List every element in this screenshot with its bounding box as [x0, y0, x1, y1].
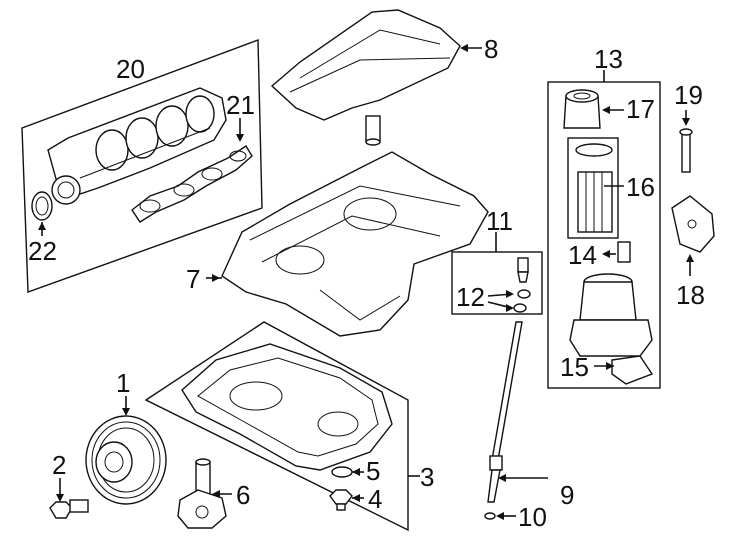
callout-10: 10 [518, 502, 547, 532]
dipstick-group [484, 321, 548, 520]
callout-9: 9 [560, 480, 574, 510]
drain-plug-gasket [331, 466, 353, 478]
pulley-bolt [49, 478, 89, 519]
callout-18: 18 [676, 280, 705, 310]
lower-oil-pan-group [144, 321, 420, 532]
bracket-18 [671, 195, 715, 276]
callout-1: 1 [116, 368, 130, 398]
callout-3: 3 [420, 462, 434, 492]
callout-11: 11 [486, 206, 513, 236]
crankshaft-pulley [85, 396, 167, 505]
dipstick-seal [484, 512, 496, 520]
drain-plug [329, 489, 353, 511]
callout-21: 21 [226, 90, 255, 120]
intake-manifold-gasket [131, 145, 253, 223]
callout-8: 8 [484, 34, 498, 64]
oil-fill-box [451, 251, 543, 315]
baffle-plate [270, 9, 482, 146]
callout-13: 13 [594, 44, 623, 74]
callout-4: 4 [368, 484, 382, 514]
callout-15: 15 [560, 352, 589, 382]
callout-19: 19 [674, 80, 703, 110]
oil-filter-inset [567, 137, 619, 239]
callout-12: 12 [456, 282, 485, 312]
oil-filter-housing [569, 273, 653, 357]
callout-17: 17 [626, 94, 655, 124]
upper-oil-pan [206, 151, 489, 337]
callout-7: 7 [186, 264, 200, 294]
intake-manifold-box [21, 39, 263, 293]
housing-gasket [611, 355, 654, 385]
arrowheads [38, 44, 694, 520]
callout-22: 22 [28, 236, 57, 266]
callout-20: 20 [116, 54, 145, 84]
dipstick-tube [491, 321, 523, 461]
oil-level-sensor [177, 458, 232, 529]
oil-filter-group [547, 70, 661, 389]
intake-manifold-group [21, 39, 263, 293]
oil-pan-box [144, 321, 409, 532]
callout-5: 5 [366, 456, 380, 486]
lower-oil-pan [181, 343, 393, 471]
oil-temp-sensor [617, 241, 631, 263]
callout-2: 2 [52, 450, 66, 480]
callout-14: 14 [568, 240, 597, 270]
intake-manifold [47, 87, 227, 205]
oil-filter-cap [563, 89, 601, 129]
callout-6: 6 [236, 480, 250, 510]
throttle-o-ring [31, 191, 53, 221]
callout-16: 16 [626, 172, 655, 202]
